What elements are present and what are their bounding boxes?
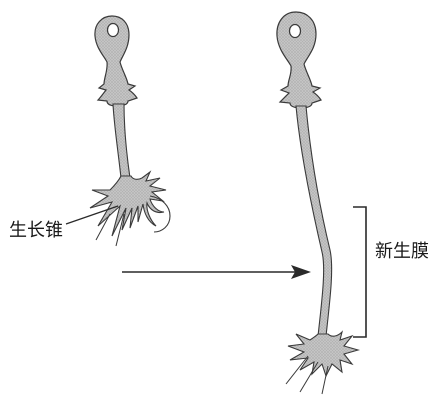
new-membrane-label: 新生膜 xyxy=(375,243,429,261)
nucleus-before xyxy=(108,24,119,37)
neuron-after xyxy=(277,12,358,394)
growth-arrow xyxy=(122,265,311,279)
growth-cone-label: 生长锥 xyxy=(9,222,63,240)
growth-cone-before xyxy=(90,172,166,236)
filopodium-after-2 xyxy=(286,356,308,384)
growth-cone-after xyxy=(288,332,358,376)
filopodium-hook xyxy=(150,196,170,232)
nucleus-after xyxy=(290,25,301,38)
new-membrane-bracket xyxy=(353,207,366,337)
axon-before xyxy=(113,104,130,178)
axon-after xyxy=(296,106,332,336)
